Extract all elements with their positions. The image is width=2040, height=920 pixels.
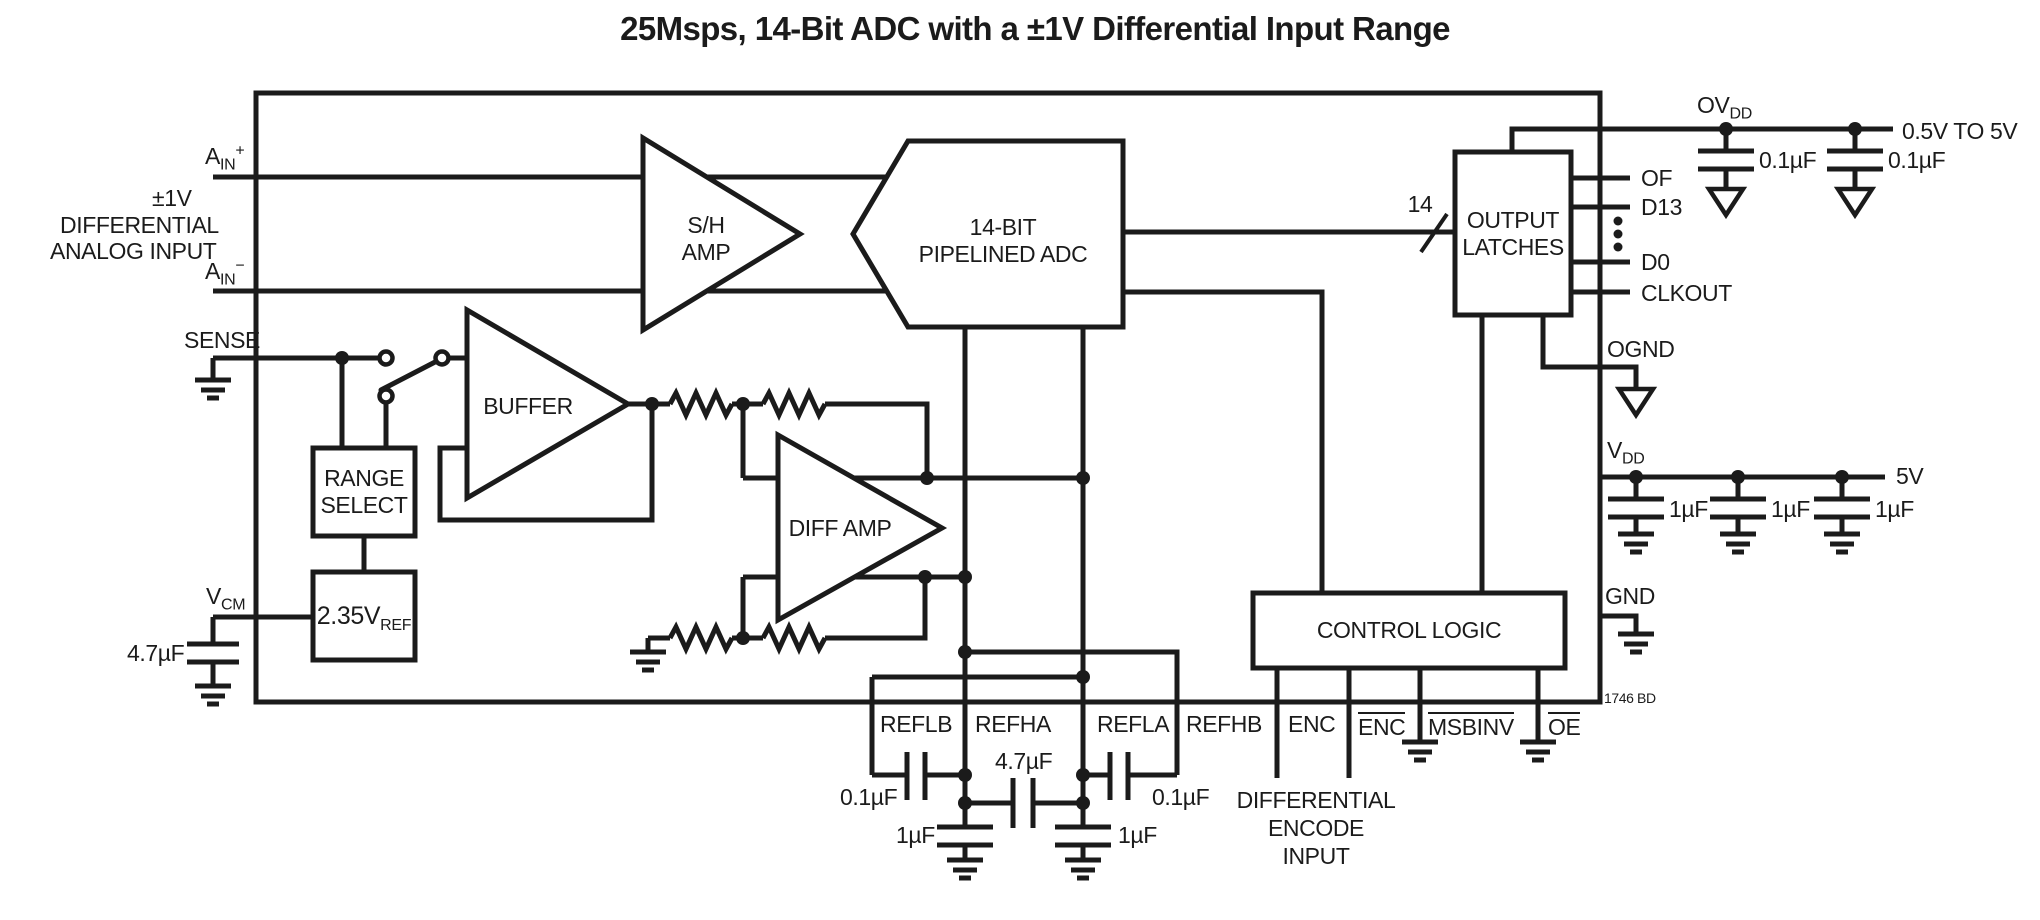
supply-range-label: 0.5V TO 5V: [1902, 118, 2018, 144]
bus-width-label: 14: [1407, 191, 1433, 217]
pin-label-ognd: OGND: [1607, 336, 1675, 362]
pin-label-of: OF: [1641, 165, 1673, 191]
pin-label-refla: REFLA: [1097, 711, 1170, 737]
control-logic-label: CONTROL LOGIC: [1316, 617, 1502, 643]
pin-label-d13: D13: [1641, 194, 1682, 220]
diff-amp-triangle: [775, 430, 948, 625]
buffer-triangle: [464, 305, 633, 503]
input-desc-line3: ANALOG INPUT: [50, 238, 217, 264]
pin-label-d0: D0: [1641, 249, 1670, 275]
pin-label-ain-minus: AIN−: [205, 257, 245, 289]
part-code: 1746 BD: [1604, 690, 1656, 706]
reflb-cap-value: 0.1µF: [840, 784, 898, 810]
pin-label-enc-bar: ENC: [1358, 712, 1406, 740]
ground-triangle-symbols: [1614, 186, 1877, 420]
buffer-label: BUFFER: [483, 392, 573, 419]
vdd-cap1-value: 1µF: [1669, 496, 1708, 522]
pin-label-refha: REFHA: [975, 711, 1051, 737]
vref-box: [310, 569, 418, 663]
diagram-title: 25Msps, 14-Bit ADC with a ±1V Differenti…: [620, 10, 1450, 47]
pin-label-refhb: REFHB: [1186, 711, 1262, 737]
ground-symbols: [195, 377, 1860, 881]
pin-label-gnd: GND: [1605, 583, 1655, 609]
diff-amp-label: DIFF AMP: [788, 514, 892, 541]
pin-label-enc: ENC: [1288, 711, 1336, 737]
ref-mid-cap-value: 4.7µF: [995, 748, 1053, 774]
junction-dots: [335, 122, 1862, 810]
pin-label-sense: SENSE: [184, 327, 260, 353]
ovdd-cap2-value: 0.1µF: [1888, 147, 1946, 173]
pin-label-vcm: VCM: [206, 583, 246, 614]
switch-arm: [378, 358, 440, 393]
input-desc-line1: ±1V: [152, 185, 192, 211]
resistors: [667, 386, 828, 656]
range-select-box: [310, 445, 418, 539]
pin-label-oe: OE: [1548, 712, 1581, 740]
chip-boundary: [253, 90, 1603, 705]
input-desc-line2: DIFFERENTIAL: [60, 212, 219, 238]
pin-label-ovdd: OVDD: [1697, 92, 1752, 123]
output-latches-box: [1452, 149, 1574, 318]
pin-label-msbinv: MSBINV: [1428, 712, 1514, 740]
capacitors: [187, 148, 1883, 848]
pin-label-vdd: VDD: [1607, 437, 1645, 468]
refla-1u-cap-value: 1µF: [1118, 822, 1157, 848]
vref-label: 2.35VREF: [316, 601, 412, 634]
refha-1u-cap-value: 1µF: [896, 822, 935, 848]
sh-amp-triangle: [640, 133, 805, 335]
pin-label-reflb: REFLB: [880, 711, 953, 737]
pin-label-clkout: CLKOUT: [1641, 280, 1732, 306]
pipelined-adc-shape: [850, 138, 1126, 330]
ovdd-cap1-value: 0.1µF: [1759, 147, 1817, 173]
refla-cap-value: 0.1µF: [1152, 784, 1210, 810]
vdd-cap2-value: 1µF: [1771, 496, 1810, 522]
control-logic-box: [1250, 590, 1568, 671]
bus-width-slash: [1419, 212, 1449, 254]
vcm-cap-value: 4.7µF: [127, 640, 185, 666]
data-bit-ellipsis-dots: [1613, 216, 1623, 252]
sense-switch: [377, 349, 451, 405]
vdd-cap3-value: 1µF: [1875, 496, 1914, 522]
pin-label-ain-plus: AIN+: [205, 142, 245, 174]
vdd-rail-label: 5V: [1896, 463, 1924, 489]
